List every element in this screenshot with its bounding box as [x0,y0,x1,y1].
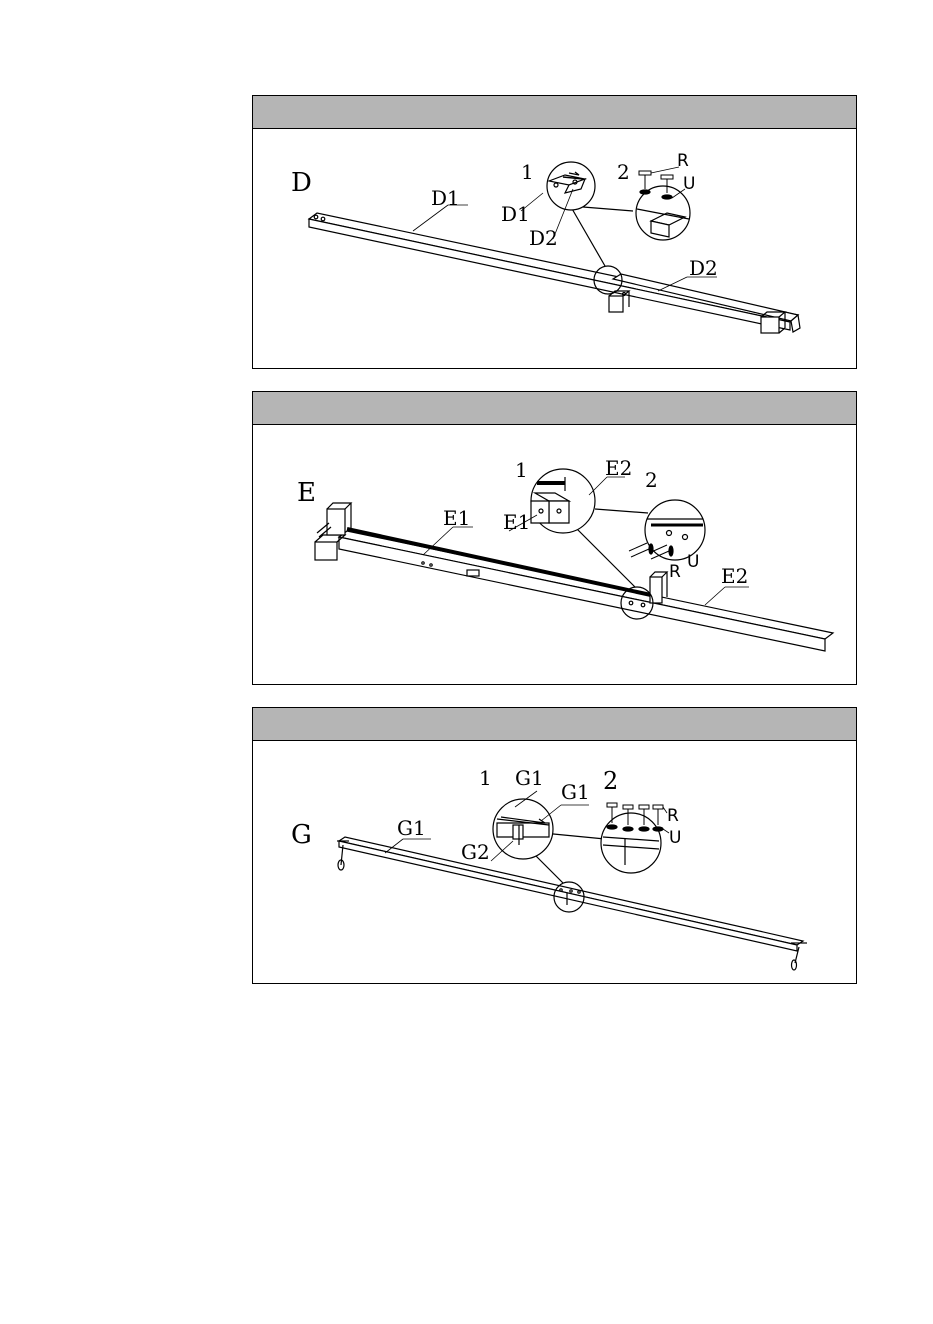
label-right: E2 [721,564,748,588]
detail-circle-2 [601,813,661,873]
panel-e: E E1 1 E2 E1 2 U R E2 [252,391,857,685]
step-2-label: 2 [645,468,658,492]
washer-label: U [687,552,699,572]
step-1-label: 1 [521,160,534,184]
step-1-label: 1 [515,458,528,482]
label-zoom-top-left: G1 [515,766,544,790]
label-right: D2 [689,256,718,280]
washer-label: U [683,174,695,194]
label-zoom-bottom: D2 [529,226,558,250]
panel-g: G G1 1 G1 G1 G2 2 R U [252,707,857,984]
beam-g1 [339,837,803,945]
panel-d: D D1 1 D1 D2 2 R U D2 [252,95,857,369]
step-2-label: 2 [603,767,618,795]
panel-letter: D [291,168,312,198]
label-main: E1 [443,506,470,530]
panel-letter: G [291,820,312,850]
panel-g-header [253,708,856,741]
beam-e1 [339,531,833,639]
label-zoom-bottom: E1 [503,510,530,534]
bolt-label: R [669,562,681,582]
bolt-label: R [677,151,689,171]
panel-e-header [253,392,856,425]
label-zoom-top: E2 [605,456,632,480]
step-1-label: 1 [479,766,492,790]
panel-letter: E [297,478,316,508]
panel-d-diagram: D D1 1 D1 D2 2 R U D2 [253,129,856,368]
step-2-label: 2 [617,160,630,184]
bolt-label: R [667,806,679,826]
label-main: G1 [397,816,426,840]
panel-e-diagram: E E1 1 E2 E1 2 U R E2 [253,425,856,684]
washer-label: U [669,828,681,848]
label-main: D1 [431,186,460,210]
label-zoom-bottom: G2 [461,840,490,864]
panel-d-header [253,96,856,129]
label-zoom-top-right: G1 [561,780,590,804]
panel-g-diagram: G G1 1 G1 G1 G2 2 R U [253,741,856,983]
label-zoom-top: D1 [501,202,530,226]
